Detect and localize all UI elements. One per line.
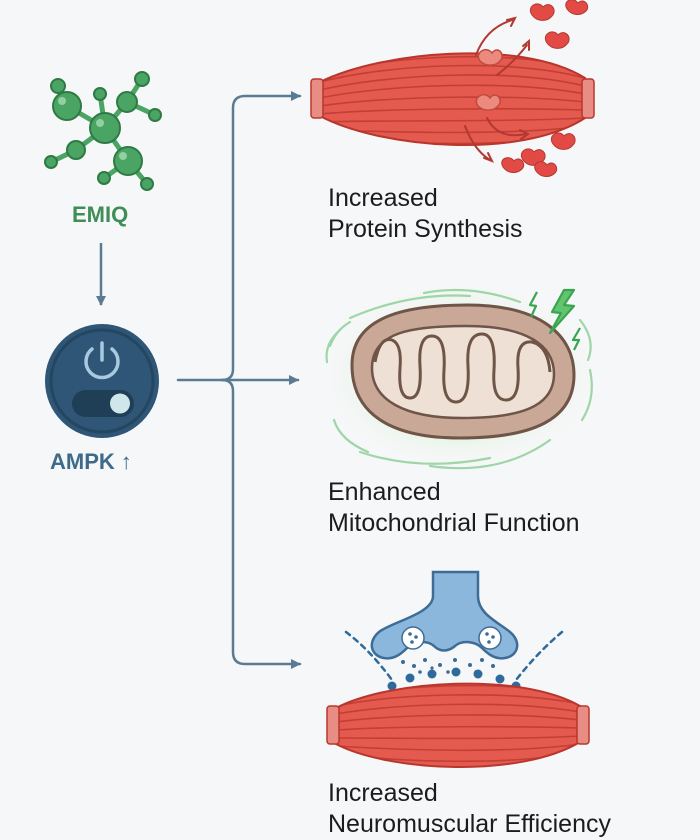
ampk-up-arrow: ↑ (120, 449, 132, 474)
outcome-1-line-2: Protein Synthesis (328, 215, 523, 243)
outcome-neuromuscular-efficiency: Increased Neuromuscular Efficiency (328, 778, 611, 840)
ampk-name: AMPK (50, 449, 115, 474)
lightning-icon (528, 288, 581, 351)
outcome-3-line-2: Neuromuscular Efficiency (328, 810, 611, 838)
neuron-synapse-icon (344, 570, 564, 691)
mitochondria-icon (320, 280, 600, 470)
outcome-2-line-2: Mitochondrial Function (328, 509, 580, 537)
outcome-2-line-1: Enhanced (328, 478, 441, 506)
outcome-3-line-1: Increased (328, 779, 438, 807)
power-switch-icon (45, 324, 159, 438)
ampk-label: AMPK↑ (50, 449, 132, 475)
emiq-label: EMIQ (72, 202, 129, 227)
muscle-icon (310, 52, 595, 146)
branch-arrows (176, 91, 302, 669)
molecule-icon (44, 71, 162, 191)
outcome-protein-synthesis: Increased Protein Synthesis (328, 183, 523, 245)
protein-fragment-icon (464, 0, 589, 177)
muscle-icon (326, 682, 590, 769)
outcome-1-line-1: Increased (328, 184, 438, 212)
outcome-mitochondrial-function: Enhanced Mitochondrial Function (328, 477, 580, 539)
